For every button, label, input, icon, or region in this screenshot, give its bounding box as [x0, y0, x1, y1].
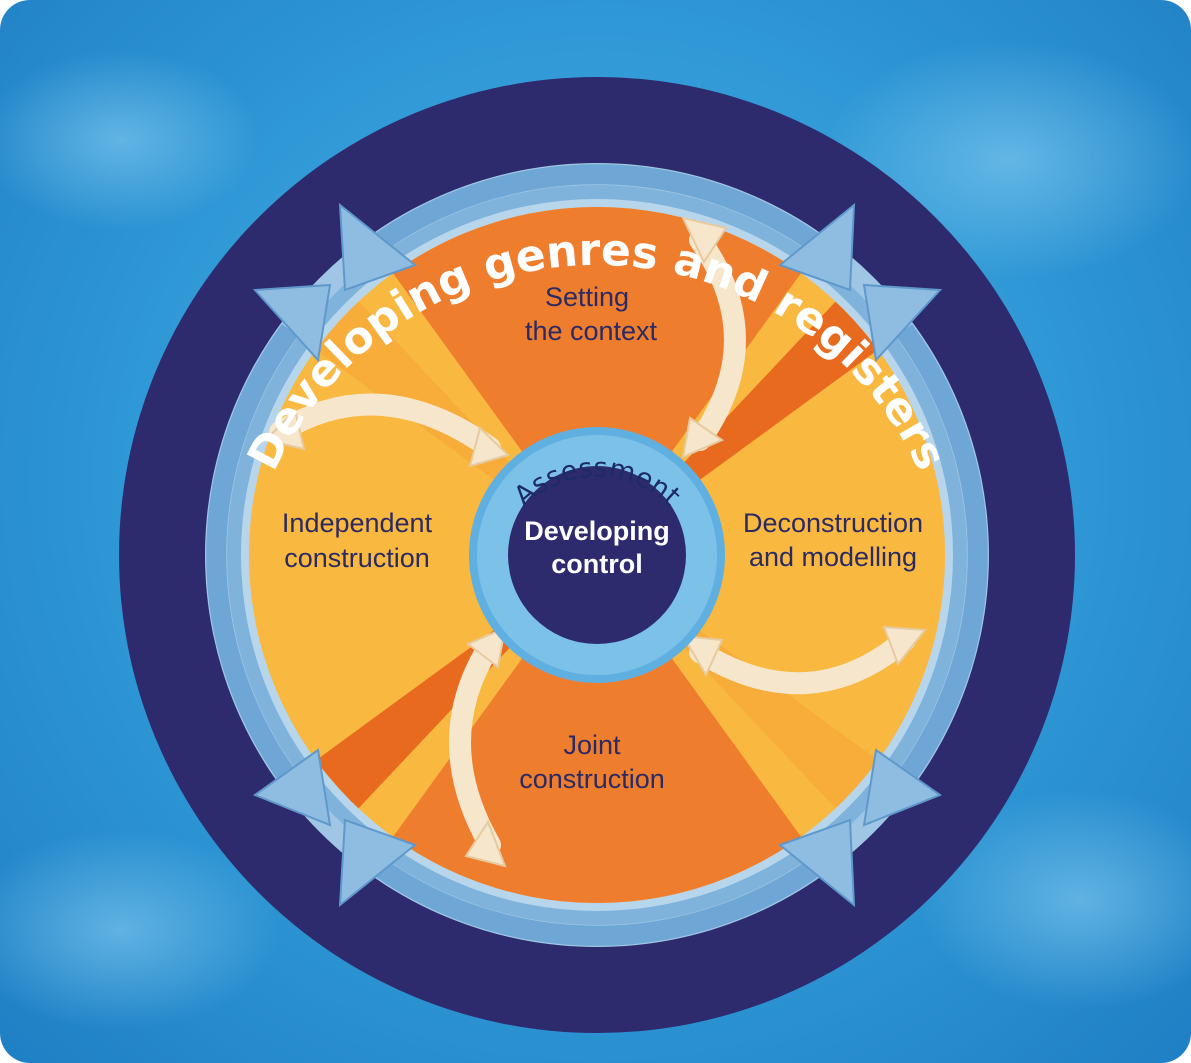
arrow-right-bottom	[689, 629, 916, 695]
inner-arrows	[269, 229, 916, 856]
arrow-bottom-left	[449, 634, 501, 856]
arrow-left-top	[269, 393, 501, 459]
stage-left-line1: Independent	[282, 508, 433, 538]
quadrant-right	[597, 250, 945, 860]
stage-top-line2: the context	[525, 316, 658, 346]
stage-top-line1: Setting	[545, 282, 629, 312]
inner-arrowheads	[264, 216, 927, 868]
center-circle	[508, 466, 686, 644]
stage-bottom-line1: Joint	[563, 730, 621, 760]
stage-right-line2: and modelling	[749, 542, 917, 572]
stage-right-line1: Deconstruction	[743, 508, 923, 538]
center-label-line2: control	[551, 549, 643, 579]
arrow-top-right	[689, 229, 746, 451]
stage-bottom-line2: construction	[519, 764, 665, 794]
cycle-arrows	[206, 164, 988, 946]
center-label-line1: Developing	[524, 516, 670, 546]
cycle-arrowheads	[252, 202, 943, 908]
stage-left-line2: construction	[284, 543, 430, 573]
